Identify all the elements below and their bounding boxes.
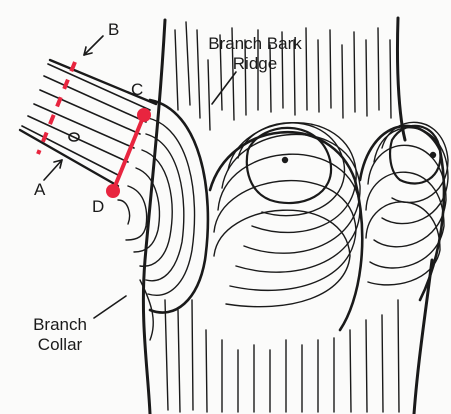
collar-label-line1: Branch	[22, 315, 98, 335]
branch-collar	[118, 100, 208, 340]
bark-grain	[165, 22, 399, 412]
cut-line-cd	[113, 115, 144, 191]
branch-stub	[20, 60, 156, 186]
point-d-marker	[106, 184, 120, 198]
label-b: B	[108, 20, 119, 40]
branch-bark-ridge-label: Branch Bark Ridge	[200, 34, 310, 74]
leader-lines	[44, 36, 236, 318]
collar-label-line2: Collar	[22, 335, 98, 355]
knot-middle	[210, 123, 362, 330]
label-c: C	[131, 80, 143, 100]
ridge-label-line2: Ridge	[200, 54, 310, 74]
knot-right	[360, 122, 448, 300]
branch-collar-label: Branch Collar	[22, 315, 98, 355]
label-a: A	[34, 180, 45, 200]
point-c-marker	[137, 108, 151, 122]
label-d: D	[92, 197, 104, 217]
ridge-label-line1: Branch Bark	[200, 34, 310, 54]
